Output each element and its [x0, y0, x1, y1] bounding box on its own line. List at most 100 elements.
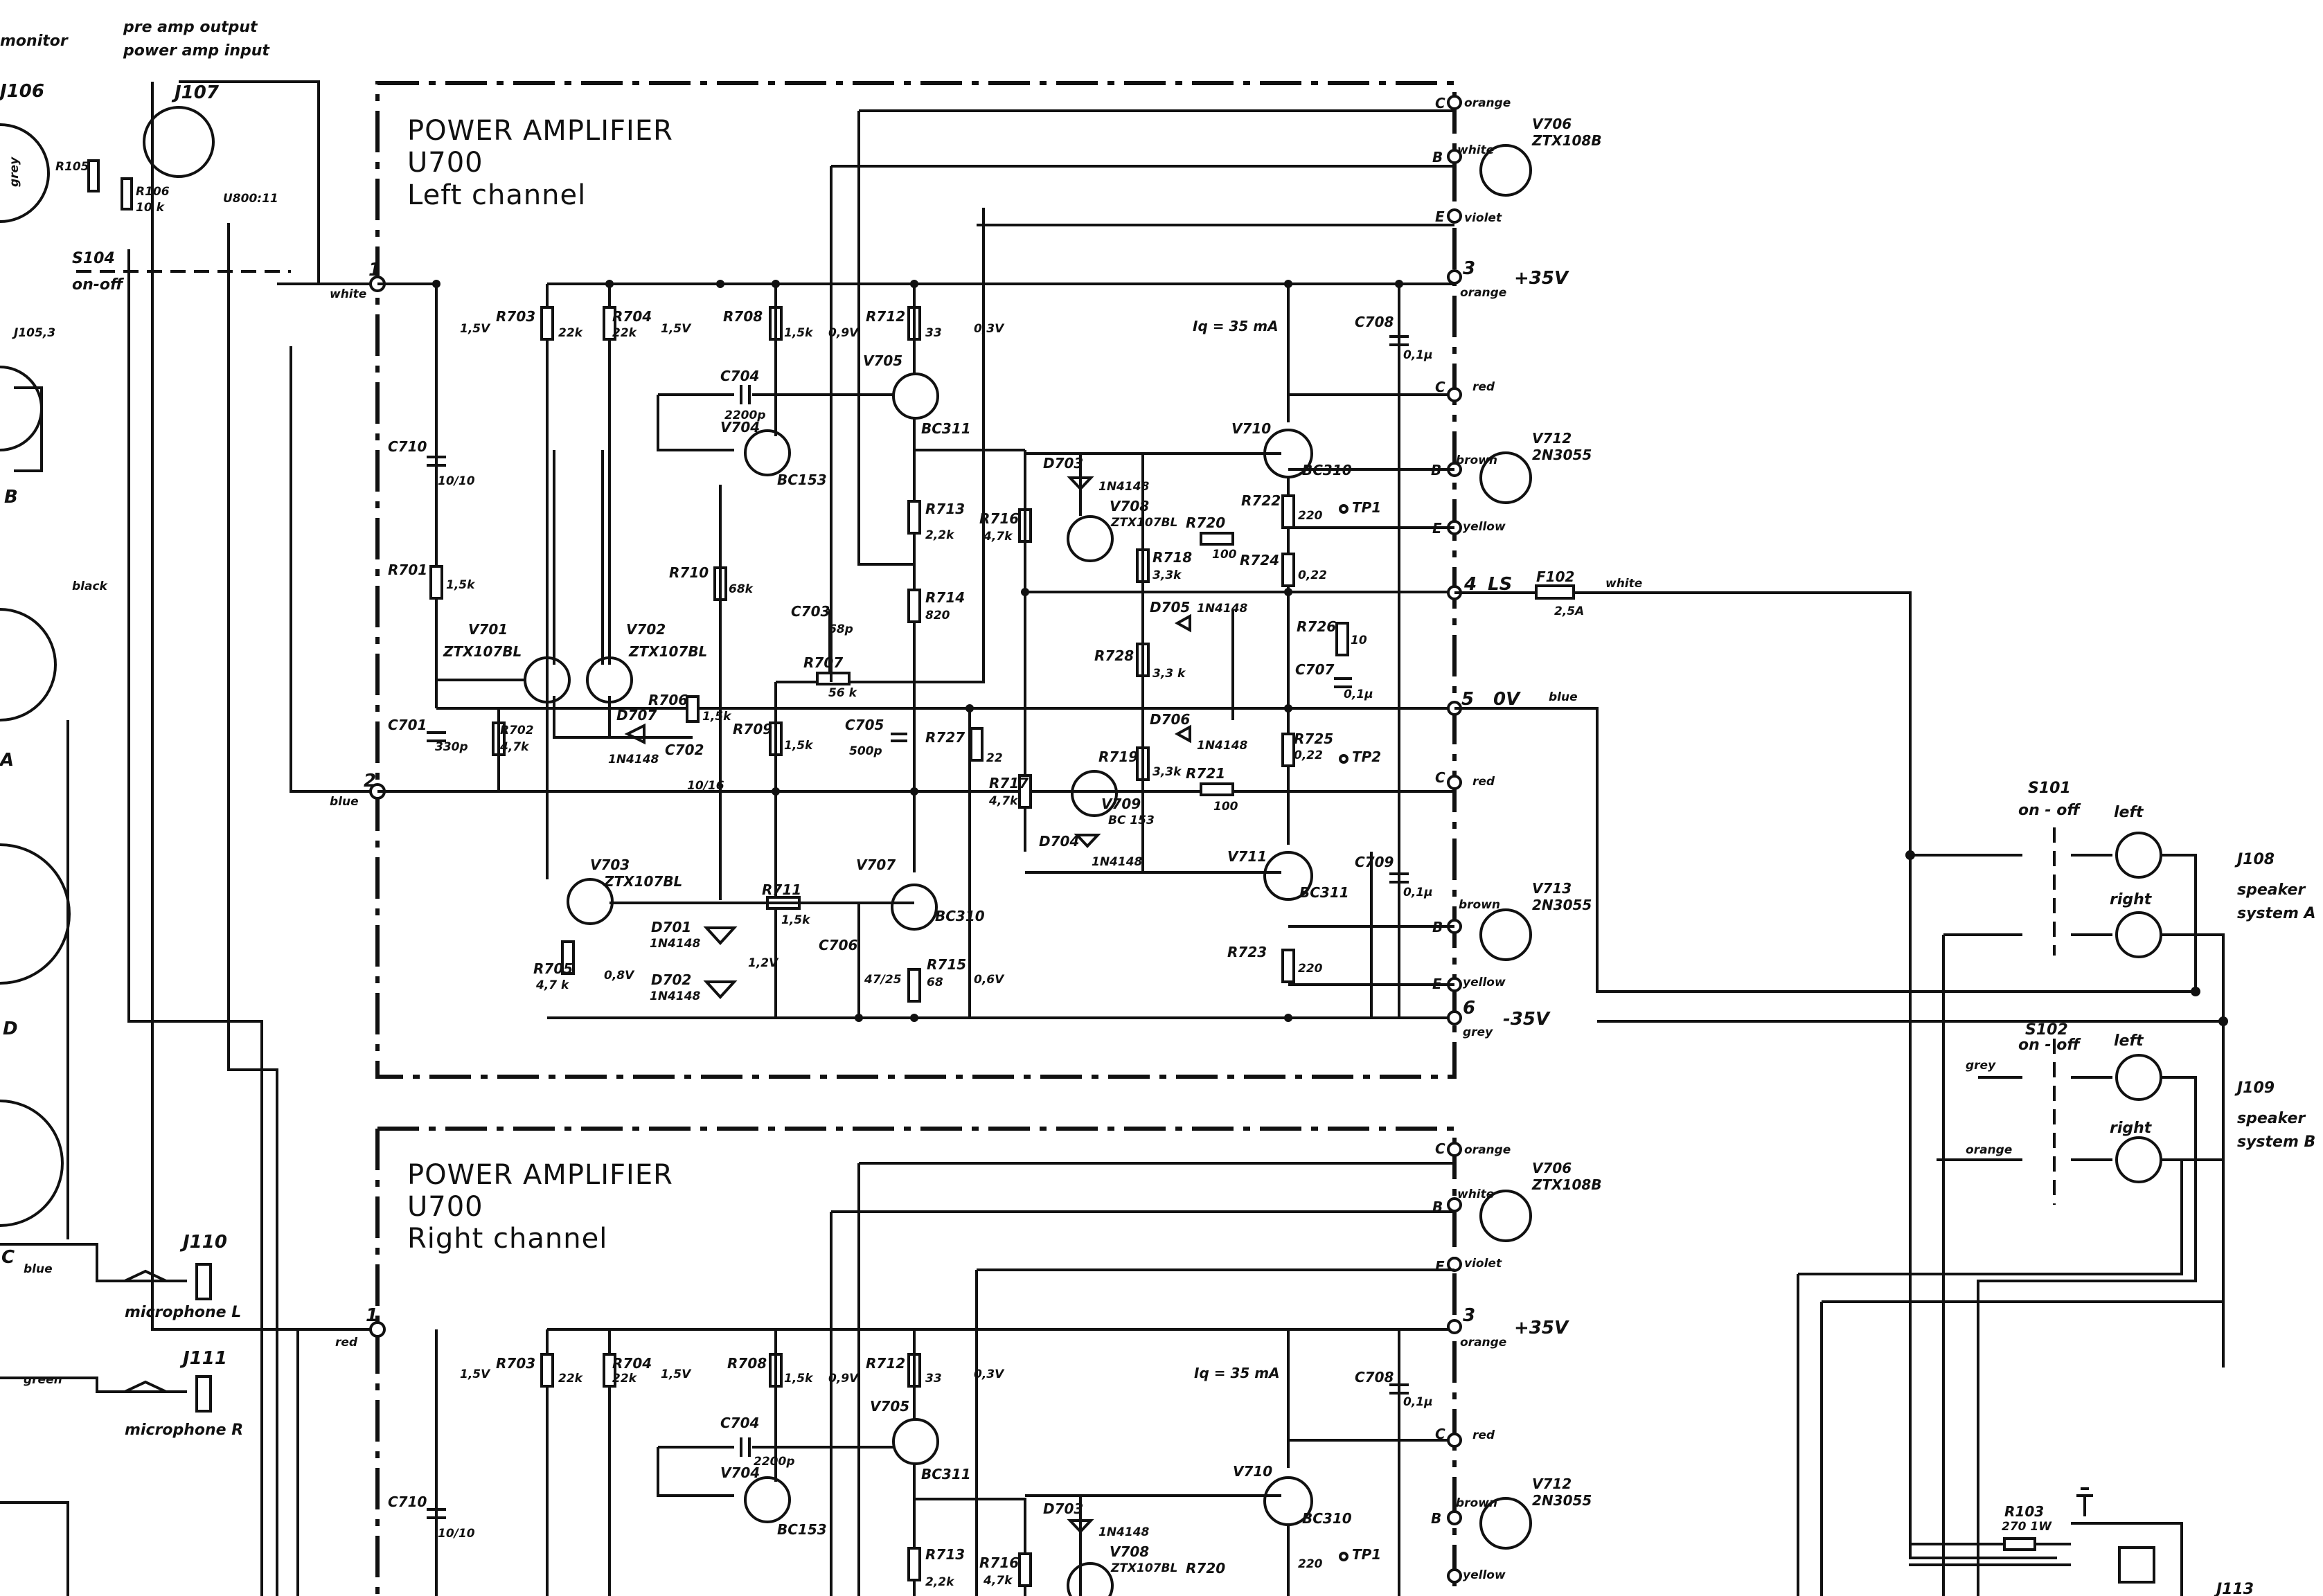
s102-left-wire: [1977, 1076, 2197, 1596]
r711-label: R711: [762, 881, 801, 898]
right-r720-label: R720: [1186, 1560, 1225, 1577]
right-v704-label: V704: [720, 1464, 760, 1481]
junction: [432, 280, 440, 288]
r724-resistor: [1281, 553, 1295, 587]
r721-value: 100: [1213, 800, 1238, 814]
r714-resistor: [907, 589, 921, 623]
node6-label: 6: [1463, 998, 1475, 1019]
minus35-label: -35V: [1503, 1009, 1551, 1030]
right-c710-label: C710: [388, 1494, 427, 1510]
right-r708-label: R708: [727, 1355, 767, 1372]
v703-type: ZTX107BL: [603, 873, 682, 890]
right-pin-c-v706: [1447, 1142, 1462, 1157]
junction: [605, 280, 614, 288]
ls-output-wire: [1454, 591, 1912, 855]
right-pin-b-v712: [1447, 1510, 1462, 1525]
v701-label: V701: [468, 621, 508, 638]
c701-capacitor: [427, 731, 446, 742]
v705-type: BC311: [921, 420, 971, 437]
s104-label: S104: [72, 250, 115, 267]
s101-left-label: left: [2114, 804, 2144, 821]
right-c710-value: 10/10: [438, 1527, 475, 1541]
left-white-label: white: [330, 287, 366, 301]
v03: 0,3V: [974, 322, 1005, 336]
r714-value: 820: [925, 609, 950, 622]
v707-transistor-icon: [891, 884, 938, 931]
d701-label: D701: [651, 919, 691, 935]
v702-type: ZTX107BL: [628, 643, 707, 660]
r726-label: R726: [1297, 618, 1336, 635]
right-pin-c-label: C: [1435, 1140, 1445, 1157]
right-wire-yellow: yellow: [1463, 1568, 1506, 1582]
mic-r-wire-color: green: [24, 1373, 62, 1387]
r106-value: 10 k: [136, 201, 166, 215]
j107-connector-icon: [143, 106, 215, 178]
right-c708-value: 0,1µ: [1403, 1395, 1433, 1409]
junction: [1284, 1014, 1292, 1022]
junction: [716, 280, 724, 288]
r726-resistor: [1335, 622, 1349, 656]
r704-label: R704: [612, 308, 652, 325]
v709-label: V709: [1101, 796, 1141, 812]
pin-wires: [968, 468, 1454, 1018]
r705-label: R705: [533, 960, 573, 977]
right-v15b: 1,5V: [661, 1368, 692, 1381]
d704-type: 1N4148: [1092, 855, 1143, 869]
input-wire-b: [179, 80, 320, 284]
r707-value: 56 k: [828, 686, 858, 700]
right-v708-transistor-icon: [1067, 1562, 1114, 1596]
right-wire-orange-2: orange: [1460, 1336, 1506, 1350]
r701-label: R701: [388, 562, 427, 578]
v06: 0,6V: [974, 973, 1005, 987]
right-c704-wires: [657, 1329, 893, 1497]
left-connector-4-icon: [0, 1100, 64, 1227]
right-channel-speaker-wires: [1797, 1160, 2225, 1596]
d707-label: D707: [616, 707, 657, 724]
d706-type: 1N4148: [1197, 739, 1248, 753]
pin-c-v713: [1447, 775, 1462, 790]
zero-v-label: 0V: [1493, 689, 1521, 710]
r726-value: 10: [1351, 634, 1367, 647]
v703-wires: [609, 902, 914, 1018]
j108-right-jack-icon: [2115, 911, 2162, 958]
j113-jack-icon: [2118, 1546, 2155, 1584]
mic-l-jack-icon: [124, 1269, 167, 1282]
right-pin-c-v712-label: C: [1435, 1426, 1445, 1442]
r721-resistor: [1200, 782, 1234, 796]
right-c708-label: C708: [1355, 1369, 1394, 1386]
right-iq-wire: [1287, 1329, 1454, 1596]
v707-label: V707: [856, 857, 896, 873]
junction: [965, 704, 974, 712]
d703-type: 1N4148: [1098, 480, 1150, 494]
left-connector-2-icon: [0, 608, 57, 721]
right-r716-label: R716: [979, 1554, 1019, 1571]
s104-state: on-off: [72, 276, 125, 294]
j105-bracket: [14, 386, 43, 472]
pin-e-v706-label: E: [1435, 208, 1445, 225]
right-r704-resistor: [603, 1353, 616, 1388]
wire-red-2: red: [1472, 775, 1495, 789]
node3-label: 3: [1463, 258, 1475, 279]
c710-value: 10/10: [438, 474, 475, 488]
left-channel-amplifier: POWER AMPLIFIER U700 Left channel 1 whit…: [330, 81, 2196, 1079]
pin-e-v706: [1447, 208, 1462, 224]
v707-type: BC310: [935, 908, 985, 924]
right-v704-transistor-icon: [744, 1476, 791, 1523]
input-wire-c: [127, 249, 263, 1596]
v713-label: V713: [1532, 880, 1572, 897]
junction: [2191, 987, 2200, 996]
left-node-1-label: 1: [368, 260, 381, 280]
right-c710-capacitor: [427, 1508, 446, 1519]
left-title-line1: POWER AMPLIFIER: [407, 115, 673, 147]
v09: 0,9V: [828, 326, 860, 340]
j106-connector-icon: [0, 123, 50, 223]
pin-c-v712: [1447, 387, 1462, 402]
r106-resistor: [121, 177, 133, 210]
v703-label: V703: [590, 857, 630, 873]
junction: [1021, 588, 1029, 596]
v705-label: V705: [863, 352, 902, 369]
right-r708-value: 1,5k: [784, 1372, 814, 1386]
right-wire-red: red: [1472, 1428, 1495, 1442]
right-c708-capacitor: [1389, 1329, 1409, 1596]
right-pin-e-v712: [1447, 1568, 1462, 1584]
